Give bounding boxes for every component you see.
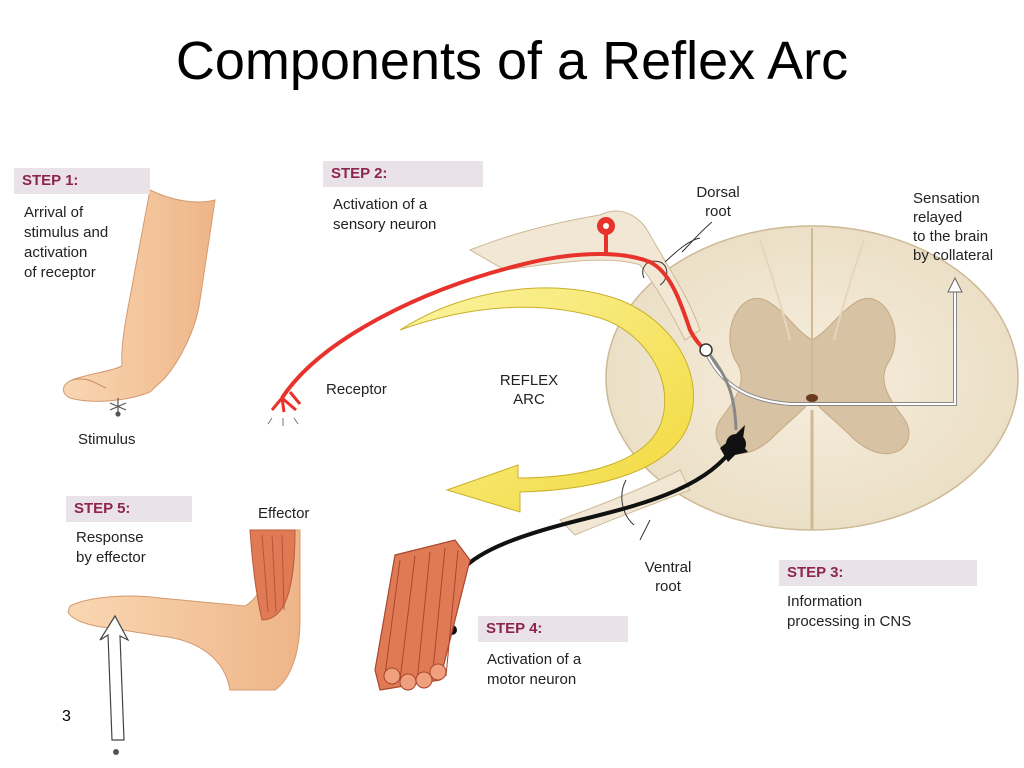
ventral-root-label: Ventral root [644, 559, 692, 595]
effector-label: Effector [258, 505, 310, 522]
step3-tag: STEP 3: [779, 560, 977, 586]
sensory-neuron [267, 217, 707, 426]
arm-step1 [63, 189, 216, 417]
step4-text: Activation of a motor neuron [487, 651, 582, 688]
step1-text: Arrival of stimulus and activation of re… [24, 204, 109, 281]
step3-text: Information processing in CNS [787, 593, 912, 630]
dorsal-root-label: Dorsal root [696, 184, 740, 220]
stimulus-mark [109, 398, 127, 417]
dorsal-root [468, 210, 701, 341]
step2-tag: STEP 2: [323, 161, 483, 187]
step5-tag: STEP 5: [66, 496, 192, 522]
reflex-arc-label: REFLEX ARC [499, 372, 559, 408]
receptor-label: Receptor [326, 381, 387, 398]
sensation-label: Sensation relayed to the brain by collat… [913, 190, 994, 264]
slide-number: 3 [62, 708, 71, 725]
slide-title: Components of a Reflex Arc [175, 31, 849, 91]
step2-text: Activation of a sensory neuron [333, 196, 437, 233]
reflex-arc-arrow [399, 287, 694, 513]
step5-text: Response by effector [76, 529, 146, 566]
muscle-bundle [374, 539, 471, 691]
step4-tag: STEP 4: [478, 616, 628, 642]
arm-step5 [67, 529, 301, 755]
spinal-cord [605, 225, 1019, 531]
step1-tag: STEP 1: [14, 168, 150, 194]
stimulus-label: Stimulus [78, 431, 136, 448]
